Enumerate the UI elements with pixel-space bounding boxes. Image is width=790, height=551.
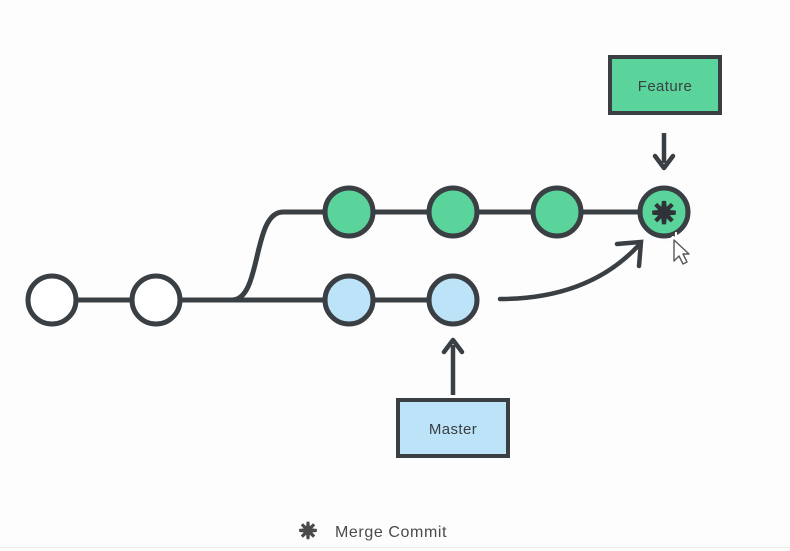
commit-node-m1[interactable]: [25, 273, 79, 327]
merge-commit-node[interactable]: [637, 185, 691, 239]
feature-box-label: Feature: [638, 78, 693, 95]
legend-label-text: Merge Commit: [335, 524, 447, 541]
commit-node-f1[interactable]: [322, 185, 376, 239]
cursor-pointer-icon: [673, 239, 690, 265]
master-box-rect[interactable]: [396, 398, 510, 458]
feature-down-arrow: [652, 133, 676, 171]
feature-box-rect[interactable]: [608, 55, 722, 115]
feature-branch-path: [202, 209, 681, 303]
commit-node-m3[interactable]: [322, 273, 376, 327]
move-cursor: [664, 231, 693, 265]
merge-arrow-head: [614, 239, 644, 269]
feature-commit-group: [322, 185, 691, 239]
legend: Merge Commit: [299, 521, 447, 541]
commit-node-m4[interactable]: [426, 273, 480, 327]
master-up-arrow: [441, 337, 465, 395]
master-arrow-head: [441, 337, 465, 355]
bottom-divider: [0, 547, 790, 548]
commit-node-f2[interactable]: [426, 185, 480, 239]
feature-branch-fork: [202, 209, 681, 303]
commit-node-m2[interactable]: [129, 273, 183, 327]
merge-curved-arrow: [497, 239, 644, 302]
legend-asterisk-icon: [299, 521, 317, 540]
master-box-label: Master: [429, 421, 477, 438]
feature-arrow-head: [652, 153, 676, 171]
merge-arrow-shaft: [497, 243, 641, 302]
commit-node-f3[interactable]: [530, 185, 584, 239]
feature-label-box[interactable]: Feature: [608, 55, 722, 115]
master-label-box[interactable]: Master: [396, 398, 510, 458]
asterisk-icon: [652, 200, 676, 225]
master-commit-group: [25, 273, 480, 327]
